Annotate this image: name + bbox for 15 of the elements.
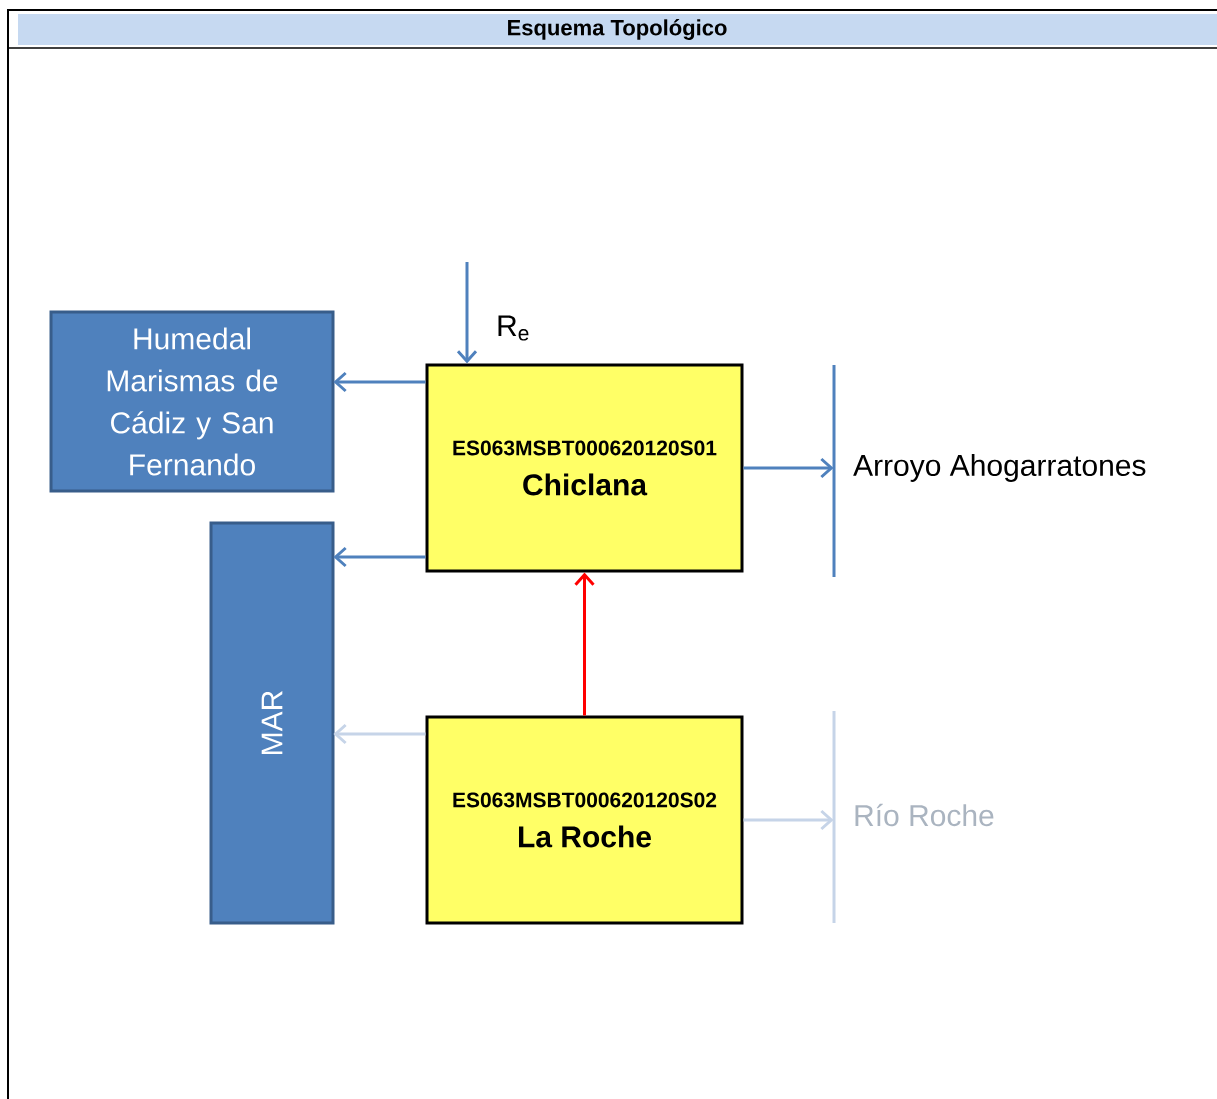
edge-label: R$_{e}$: [498, 315, 529, 341]
arrow: [574, 572, 595, 716]
sea-box: MAR: [209, 521, 335, 925]
river-name: Río Roche: [855, 803, 994, 827]
water-body-box: Humedal Marismas de Cádiz y San Fernando: [49, 310, 335, 493]
aquifer-box: ES063MSBT000620120S01 Chiclana: [425, 363, 744, 573]
header-bar: Esquema Topológico: [18, 14, 1217, 45]
arrow: [333, 723, 426, 745]
river-name: Arroyo Ahogarratones: [853, 454, 1146, 482]
arrow: [333, 546, 426, 568]
arrow: [743, 809, 834, 831]
arrow: [743, 457, 834, 479]
arrow: [333, 371, 426, 393]
arrow: [456, 262, 478, 364]
aquifer-box: ES063MSBT000620120S02 La Roche: [425, 715, 744, 925]
